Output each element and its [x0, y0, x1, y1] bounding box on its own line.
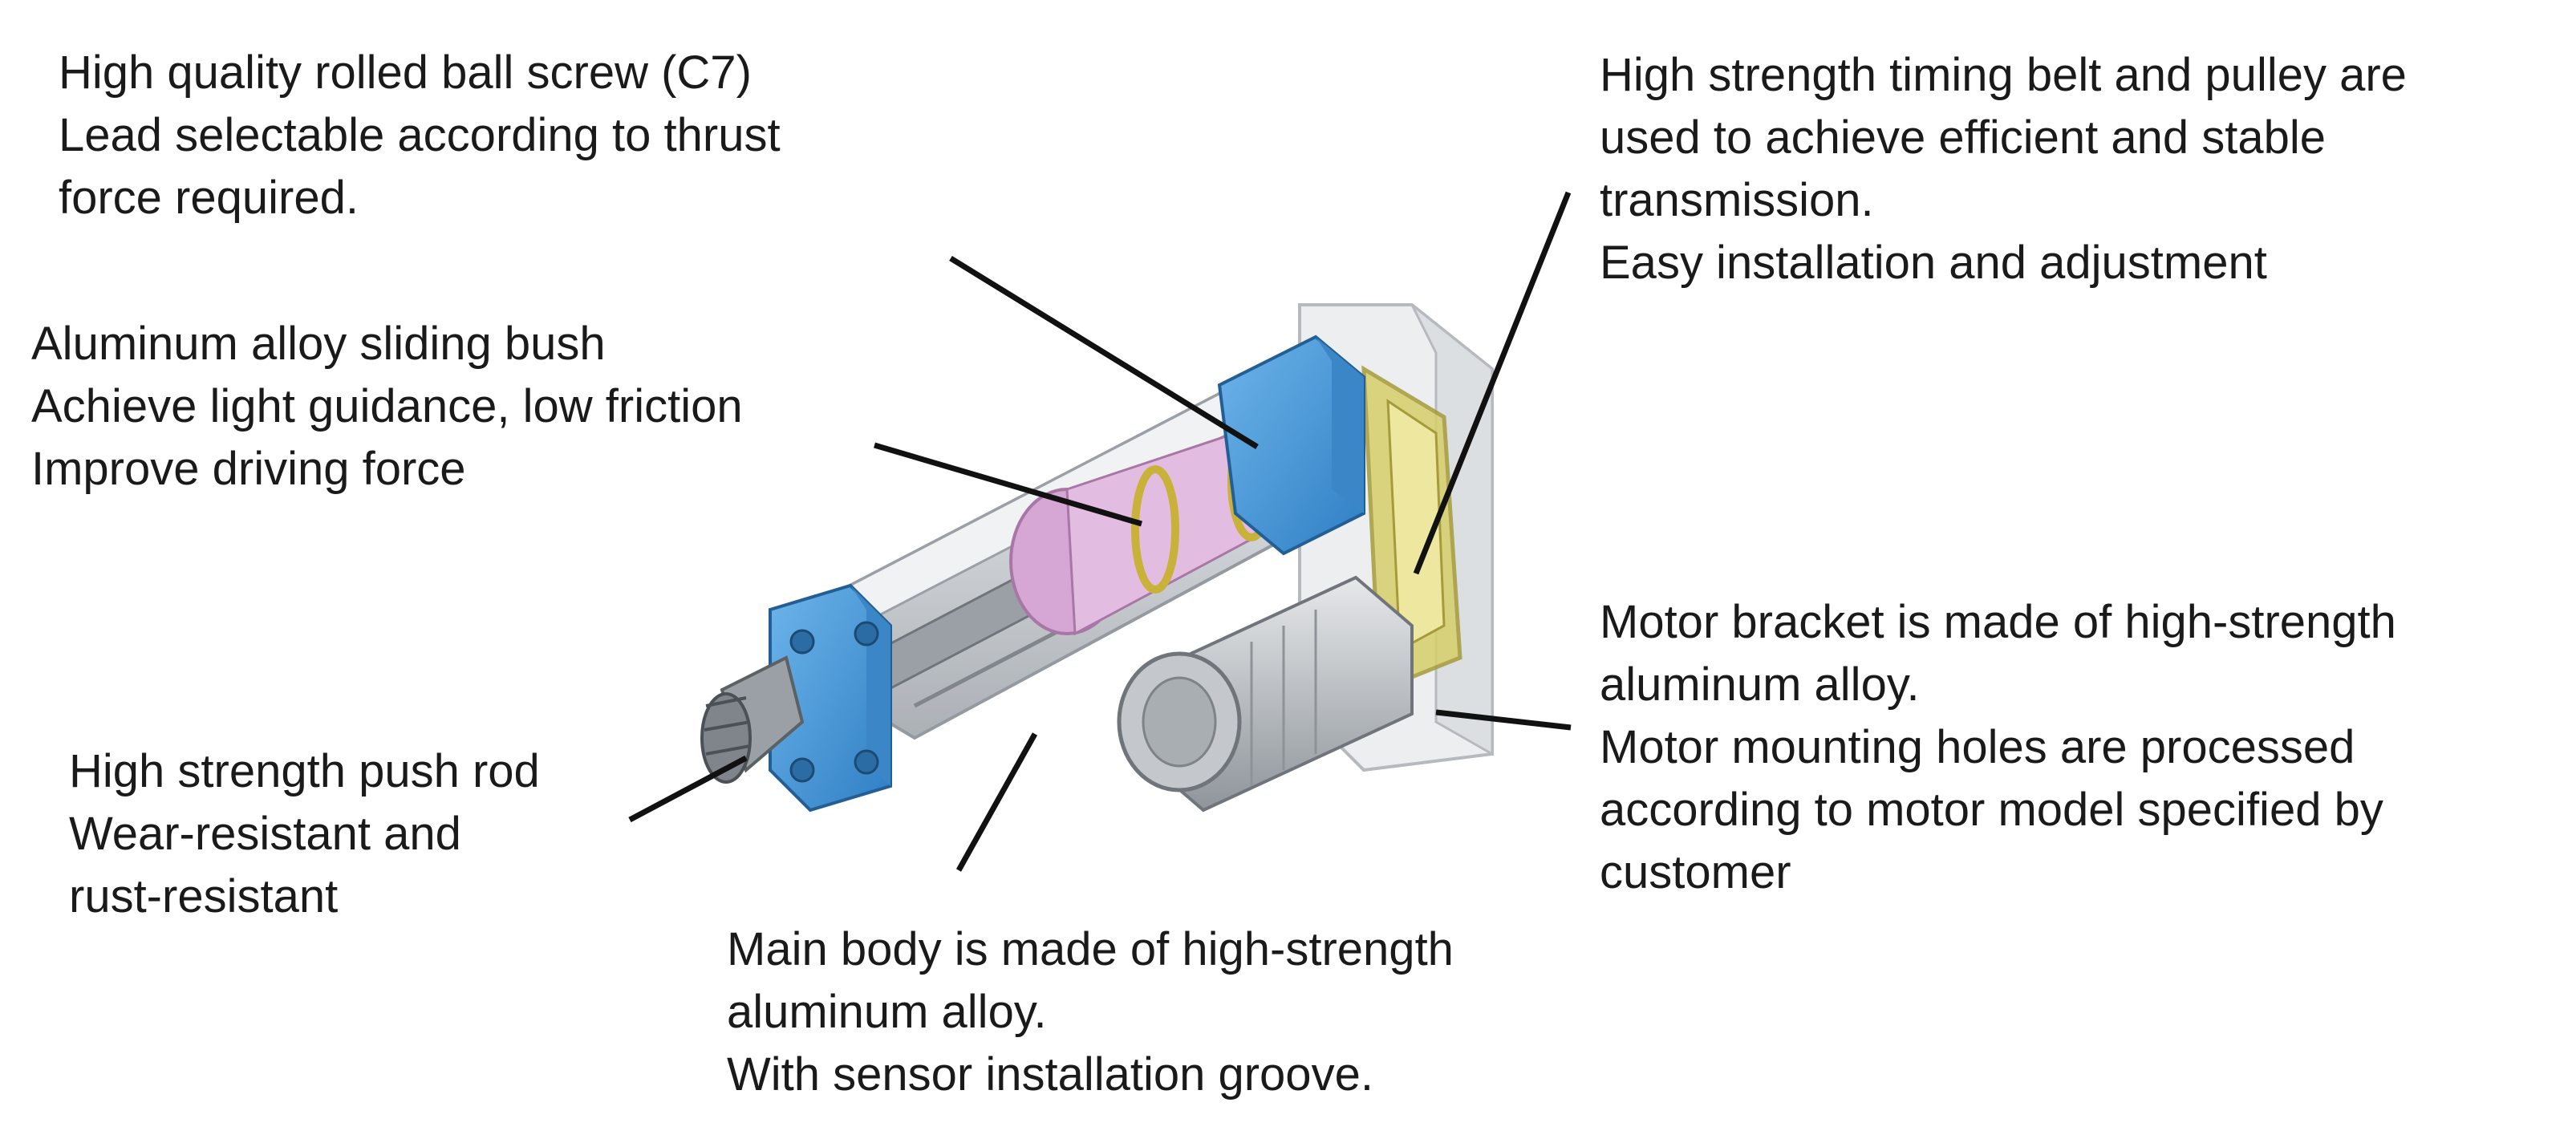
- leader-timing-belt: [1413, 191, 1572, 575]
- callout-line: Achieve light guidance, low friction: [31, 380, 743, 432]
- leader-motor-bracket: [1435, 709, 1572, 731]
- callout-line: aluminum alloy.: [1600, 659, 1920, 711]
- front-end-cap: [769, 583, 892, 813]
- callout-line: With sensor installation groove.: [727, 1048, 1373, 1100]
- callout-line: aluminum alloy.: [727, 986, 1047, 1038]
- callout-line: High strength push rod: [69, 745, 540, 797]
- callout-push-rod: High strength push rod Wear-resistant an…: [69, 740, 540, 928]
- callout-ball-screw: High quality rolled ball screw (C7) Lead…: [59, 42, 781, 229]
- callout-line: customer: [1600, 846, 1791, 898]
- callout-line: rust-resistant: [69, 870, 339, 922]
- callout-motor-bracket: Motor bracket is made of high-strength a…: [1600, 591, 2396, 904]
- callout-line: Motor mounting holes are processed: [1600, 721, 2355, 773]
- callout-line: Wear-resistant and: [69, 808, 461, 860]
- callout-line: Main body is made of high-strength: [727, 923, 1454, 975]
- callout-sliding-bush: Aluminum alloy sliding bush Achieve ligh…: [31, 313, 743, 501]
- leader-push-rod: [628, 755, 748, 823]
- callout-line: according to motor model specified by: [1600, 784, 2383, 836]
- callout-line: Improve driving force: [31, 443, 466, 495]
- callout-line: force required.: [59, 172, 359, 224]
- leader-main-body: [955, 732, 1038, 872]
- leader-ball-screw: [949, 256, 1259, 449]
- callout-timing-belt: High strength timing belt and pulley are…: [1600, 44, 2407, 294]
- callout-main-body: Main body is made of high-strength alumi…: [727, 918, 1454, 1106]
- callout-line: used to achieve efficient and stable: [1600, 111, 2327, 164]
- callout-line: Aluminum alloy sliding bush: [31, 318, 606, 370]
- motor: [1117, 575, 1414, 813]
- rear-end-cap: [1217, 334, 1365, 556]
- callout-line: High quality rolled ball screw (C7): [59, 47, 752, 99]
- leader-sliding-bush: [874, 442, 1142, 527]
- callout-line: High strength timing belt and pulley are: [1600, 49, 2407, 101]
- callout-line: Easy installation and adjustment: [1600, 237, 2267, 289]
- callout-line: transmission.: [1600, 174, 1874, 226]
- callout-line: Lead selectable according to thrust: [59, 109, 781, 161]
- callout-line: Motor bracket is made of high-strength: [1600, 596, 2396, 648]
- leader-lines: [628, 191, 1572, 872]
